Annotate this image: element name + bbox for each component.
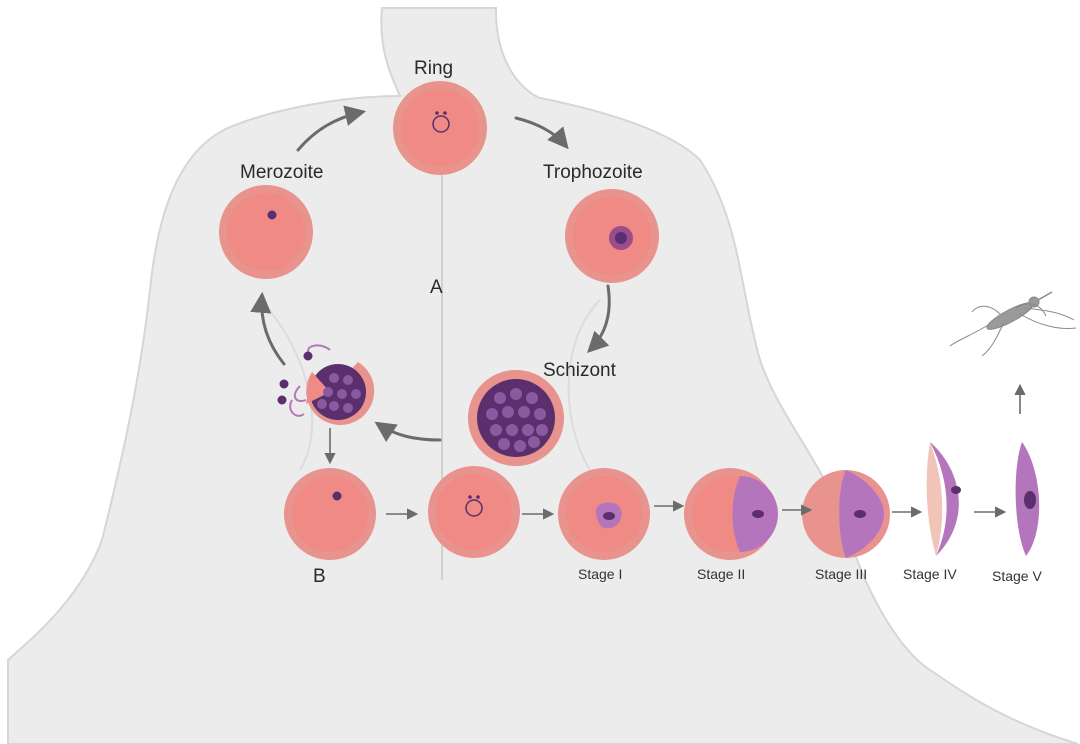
label-schizont: Schizont	[543, 360, 616, 382]
label-stage-4: Stage IV	[903, 566, 957, 582]
label-a: A	[430, 277, 443, 299]
label-stage-2: Stage II	[697, 566, 745, 582]
label-merozoite: Merozoite	[240, 162, 323, 184]
trophozoite-rbc	[565, 189, 659, 283]
mosquito-icon	[950, 292, 1076, 356]
label-ring: Ring	[414, 58, 453, 80]
stage-4-gametocyte	[927, 442, 961, 556]
label-stage-1: Stage I	[578, 566, 622, 582]
stage-3-gametocyte	[802, 470, 890, 558]
label-stage-5: Stage V	[992, 568, 1042, 584]
b-merozoite-rbc	[284, 468, 376, 560]
schizont-rbc	[468, 370, 564, 466]
b-ring-rbc	[428, 466, 520, 558]
label-b: B	[313, 566, 326, 588]
label-stage-3: Stage III	[815, 566, 867, 582]
stage-1-gametocyte	[558, 468, 650, 560]
label-trophozoite: Trophozoite	[543, 162, 643, 184]
ring-rbc	[393, 81, 487, 175]
merozoite-rbc	[219, 185, 313, 279]
stage-5-gametocyte	[1016, 442, 1040, 556]
